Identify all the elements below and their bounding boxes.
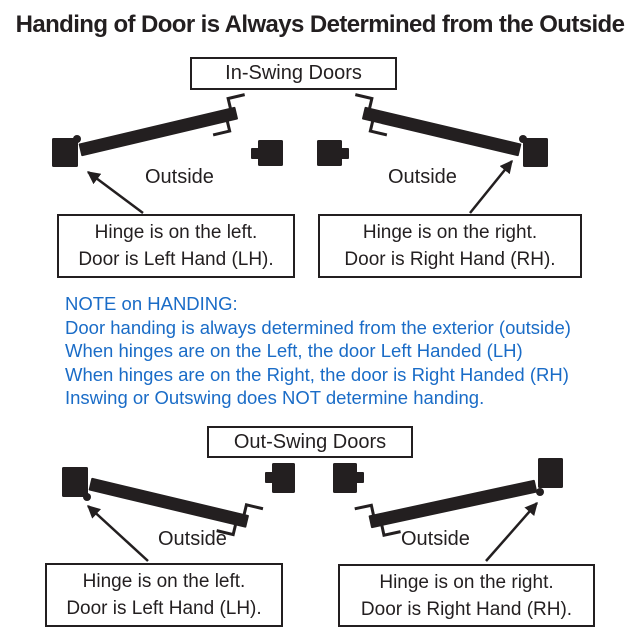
handing-note: NOTE on HANDING: Door handing is always … (65, 292, 625, 410)
door-handle-bottom (216, 523, 238, 537)
note-heading: NOTE on HANDING: (65, 293, 238, 314)
door-leaf (78, 93, 246, 157)
note-line: Inswing or Outswing does NOT determine h… (65, 387, 485, 408)
door-leaf (88, 477, 264, 537)
hinge-box-line1: Hinge is on the right. (362, 222, 538, 243)
hinge-box-line1: Hinge is on the left. (82, 571, 246, 592)
hinge-jamb-block (523, 138, 548, 167)
door-handle-bottom (368, 120, 388, 137)
hinge-pin (73, 135, 81, 143)
latch-jamb-block (317, 140, 342, 166)
inswing-left-door-diagram (52, 93, 283, 215)
hinge-box-line1: Hinge is on the left. (94, 222, 258, 243)
hinge-jamb-block (538, 458, 563, 488)
strike-tab (265, 472, 273, 483)
arrow-to-right-hinge (469, 159, 513, 214)
latch-jamb-block (258, 140, 283, 166)
outswing-right-door-diagram (333, 458, 563, 562)
strike-tab (341, 148, 349, 159)
outside-label-inswing-left: Outside (145, 166, 214, 188)
door-handle-top (354, 93, 374, 110)
door-handle-bottom (380, 524, 401, 538)
inswing-right-hand-box: Hinge is on the right. Door is Right Han… (318, 214, 582, 278)
note-line: When hinges are on the Left, the door Le… (65, 340, 523, 361)
latch-jamb-block (333, 463, 357, 493)
outswing-left-door-diagram (62, 463, 295, 562)
hinge-jamb-block (52, 138, 78, 167)
arrow-to-right-hinge (485, 502, 538, 562)
outside-label-inswing-right: Outside (388, 166, 457, 188)
note-line: Door handing is always determined from t… (65, 316, 571, 338)
outswing-left-hand-box: Hinge is on the left. Door is Left Hand … (45, 563, 283, 627)
door-handle-top (242, 503, 264, 516)
hinge-pin (519, 135, 527, 143)
arrow-to-left-hinge (87, 505, 149, 562)
outside-label-outswing-left: Outside (158, 528, 227, 550)
inswing-right-door-diagram (317, 93, 548, 214)
out-swing-doors-header: Out-Swing Doors (207, 426, 413, 458)
door-handle-top (226, 93, 246, 110)
outside-label-outswing-right: Outside (401, 528, 470, 550)
door-leaf (354, 93, 522, 157)
inswing-left-hand-box: Hinge is on the left. Door is Left Hand … (57, 214, 295, 278)
strike-tab (356, 472, 364, 483)
out-swing-doors-label: Out-Swing Doors (233, 430, 387, 453)
arrow-to-left-hinge (86, 170, 144, 215)
hinge-jamb-block (62, 467, 88, 497)
hinge-box-line1: Hinge is on the right. (379, 572, 554, 593)
in-swing-doors-header: In-Swing Doors (190, 57, 397, 90)
hinge-box-line2: Door is Left Hand (LH). (66, 598, 262, 619)
hinge-box-line2: Door is Right Hand (RH). (360, 599, 573, 620)
in-swing-doors-label: In-Swing Doors (225, 62, 362, 84)
page-title: Handing of Door is Always Determined fro… (15, 11, 625, 38)
hinge-pin (83, 493, 91, 501)
door-leaf (354, 479, 538, 538)
hinge-box-line2: Door is Right Hand (RH). (344, 249, 556, 270)
latch-jamb-block (272, 463, 295, 493)
note-line: When hinges are on the Right, the door i… (65, 363, 569, 385)
door-handle-bottom (212, 120, 232, 137)
hinge-box-line2: Door is Left Hand (LH). (78, 249, 274, 270)
door-handle-top (354, 503, 376, 517)
outswing-right-hand-box: Hinge is on the right. Door is Right Han… (338, 564, 595, 627)
hinge-pin (536, 488, 544, 496)
strike-tab (251, 148, 259, 159)
